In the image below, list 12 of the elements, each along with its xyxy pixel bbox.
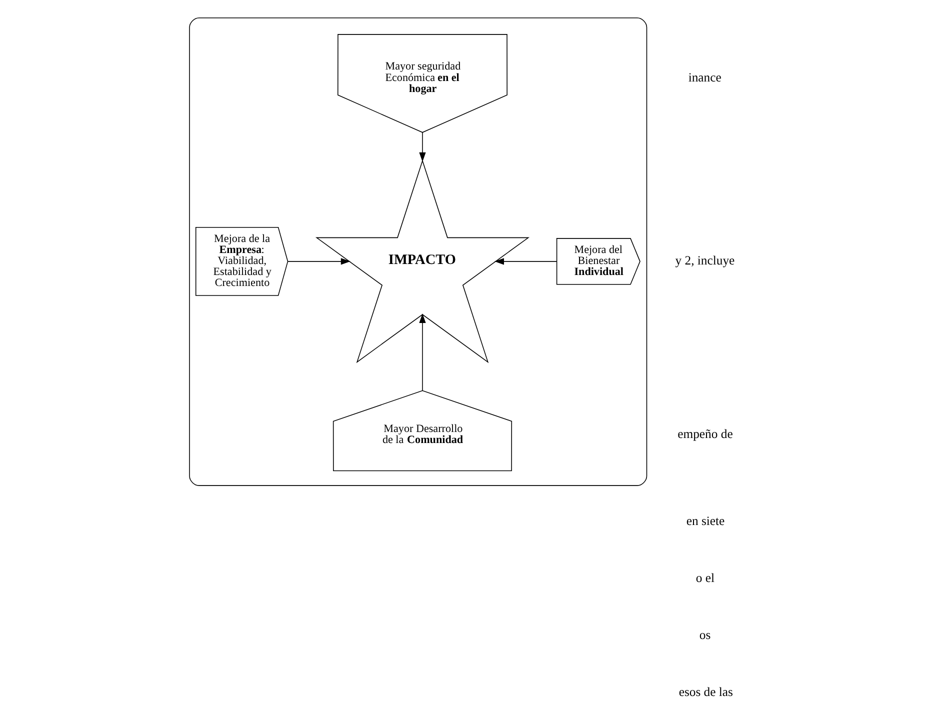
cluster bbox=[189, 18, 648, 486]
label: o el bbox=[696, 571, 715, 586]
arrow bbox=[419, 132, 426, 162]
label: inance bbox=[688, 70, 722, 84]
arrow bbox=[494, 258, 558, 265]
label: y 2, incluye bbox=[675, 253, 735, 268]
label: os bbox=[699, 628, 711, 642]
arrow bbox=[419, 314, 426, 391]
arrow bbox=[288, 258, 350, 265]
label: esos de las bbox=[678, 685, 733, 700]
label: empeño de bbox=[678, 426, 733, 441]
label: en siete bbox=[686, 514, 725, 528]
